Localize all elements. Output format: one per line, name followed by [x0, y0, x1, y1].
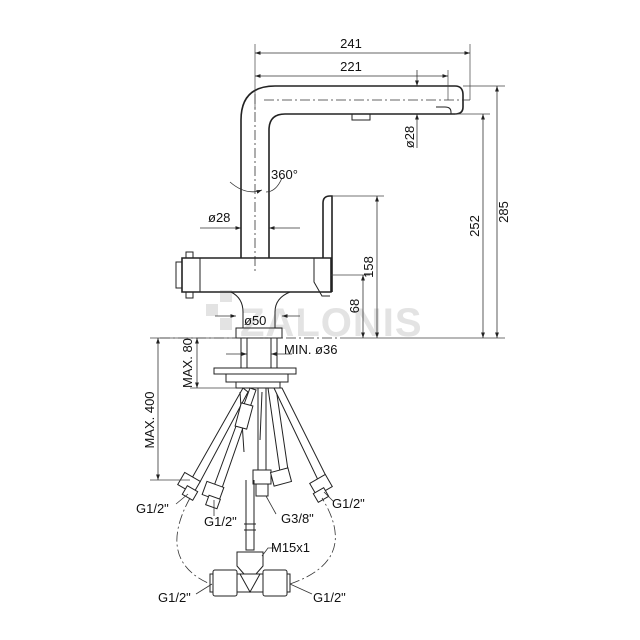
dim-handle-height: 158: [361, 256, 376, 278]
dim-min-hole: MIN. ø36: [284, 342, 337, 357]
dimension-lines: [150, 44, 505, 595]
label-hose-center: G3/8": [281, 511, 314, 526]
label-tee-thread: M15x1: [271, 540, 310, 555]
fitting-left-inner: [201, 480, 225, 510]
dim-base-diameter: ø50: [244, 313, 266, 328]
faucet-outline: [160, 85, 470, 389]
dim-spout-height: 252: [467, 215, 482, 237]
dim-spout-diameter: ø28: [402, 126, 417, 148]
dim-max-hose: MAX. 400: [142, 391, 157, 448]
dim-spout-reach: 221: [340, 59, 362, 74]
fitting-center: [252, 469, 272, 497]
connection-labels: G1/2" G1/2" G3/8" G1/2" M15x1 G1/2" G1/2…: [136, 496, 365, 605]
dim-rotation: 360°: [271, 167, 298, 182]
supply-hoses: [177, 387, 333, 510]
dim-body-height: 68: [347, 299, 362, 313]
label-tee-right: G1/2": [313, 590, 346, 605]
dim-total-height: 285: [496, 201, 511, 223]
hose-loop-line: [176, 497, 336, 585]
label-hose-left-outer: G1/2": [136, 501, 169, 516]
label-tee-left: G1/2": [158, 590, 191, 605]
label-hose-left-inner: G1/2": [204, 514, 237, 529]
fitting-right: [309, 473, 333, 504]
dimension-labels: 241 221 ø28 360° ø28 285 252 158 68 ø50 …: [142, 36, 511, 449]
tee-fitting: [209, 480, 291, 597]
fitting-left-outer: [177, 471, 201, 502]
dim-max-deck: MAX. 80: [180, 338, 195, 388]
dim-body-diameter: ø28: [208, 210, 230, 225]
label-hose-right: G1/2": [332, 496, 365, 511]
fitting-center-right: [269, 467, 293, 487]
dim-total-reach: 241: [340, 36, 362, 51]
